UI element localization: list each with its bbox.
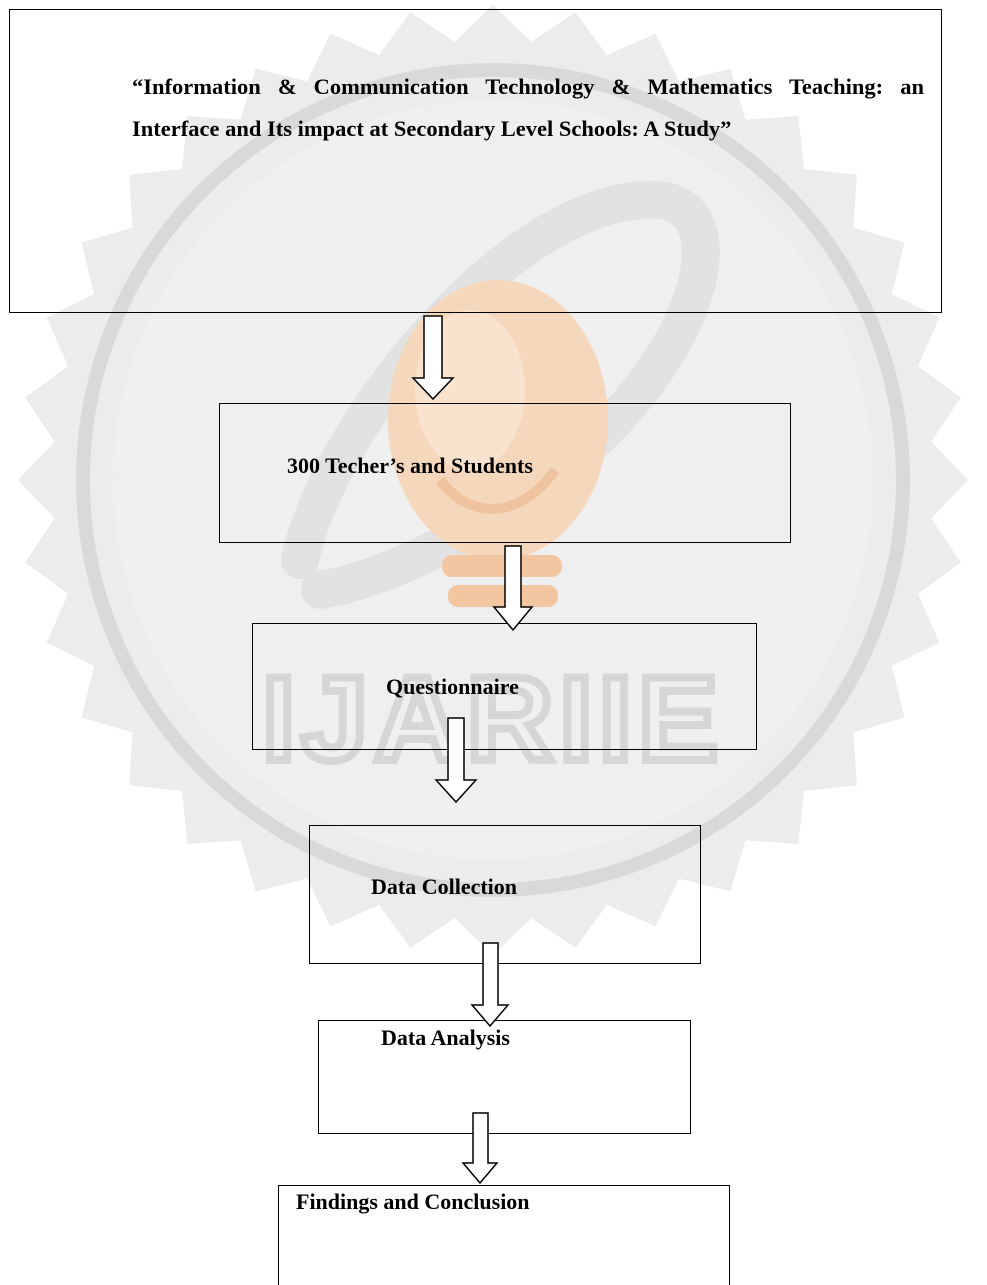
- step-label-participants: 300 Techer’s and Students: [287, 453, 533, 478]
- step-box-data-analysis: [318, 1020, 691, 1134]
- step-label-data-analysis: Data Analysis: [381, 1025, 510, 1050]
- step-label-questionnaire: Questionnaire: [386, 674, 519, 699]
- step-box-data-collection: [309, 825, 701, 964]
- bulb-icon: [388, 280, 608, 607]
- step-box-questionnaire: [252, 623, 757, 750]
- step-label-data-collection: Data Collection: [371, 874, 518, 899]
- flow-arrow-5: [461, 1112, 499, 1185]
- flow-arrow-1: [411, 315, 455, 401]
- flow-arrow-4: [470, 942, 510, 1028]
- title-box-text: “Information & Communication Technology …: [132, 74, 924, 141]
- step-box-participants: [219, 403, 791, 543]
- title-box: [9, 9, 942, 313]
- flow-arrow-2: [492, 545, 534, 632]
- watermark-text: IJARIIE: [262, 652, 724, 786]
- step-label-findings: Findings and Conclusion: [296, 1189, 530, 1214]
- step-box-findings: [278, 1185, 730, 1285]
- flow-arrow-3: [434, 717, 478, 804]
- seal-ring-icon: [76, 63, 910, 897]
